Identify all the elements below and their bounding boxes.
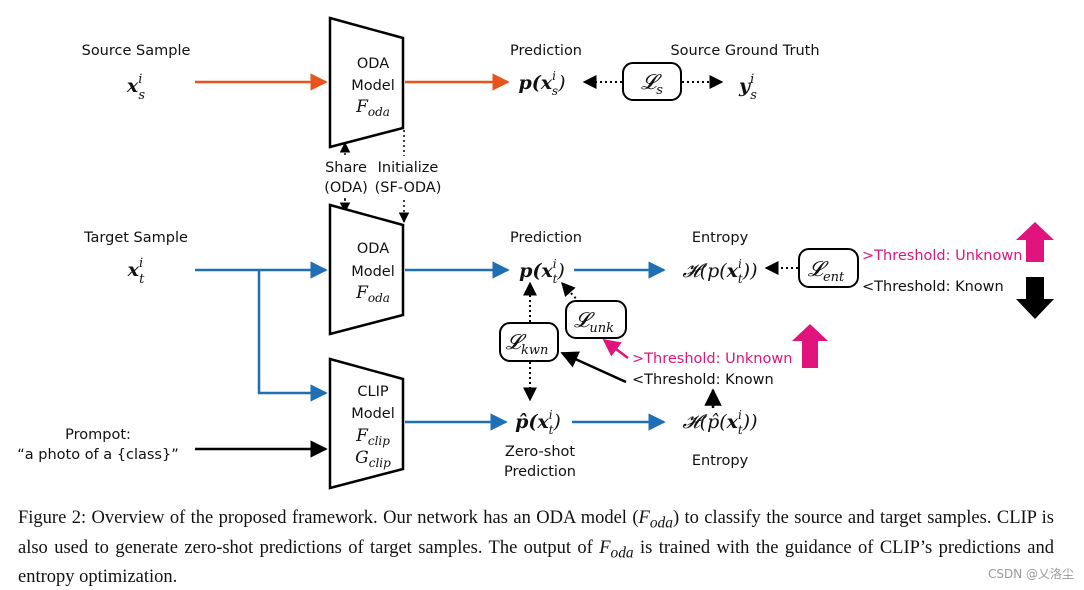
pink-up-arrow-right-icon [1016, 222, 1054, 262]
clip-model [328, 357, 405, 490]
caption-f2: F [599, 537, 611, 558]
entropy-top-label: Entropy [692, 230, 749, 246]
clip-model-line2: Model [351, 406, 395, 422]
caption-f1: F [638, 508, 650, 528]
share-label: Share [325, 160, 367, 176]
initialize-label: Initialize [378, 160, 439, 176]
prompt-text: “a photo of a {class}” [17, 447, 178, 463]
prediction-mid-label: Prediction [510, 230, 582, 246]
black-threshold-to-lkwn-arrow [560, 351, 627, 384]
share-init-label-bg [318, 156, 446, 198]
target-sample-label: Target Sample [83, 230, 188, 246]
threshold-unknown-label-2: >Threshold: Unknown [632, 351, 792, 367]
oda-model-mid-func: Foda [355, 283, 390, 305]
oda-model-top-line1: ODA [357, 56, 389, 72]
threshold-unknown-label-1: >Threshold: Unknown [862, 248, 1022, 264]
watermark: CSDN @乂洛尘 [987, 567, 1074, 581]
threshold-known-label-2: <Threshold: Known [632, 372, 774, 388]
prediction-top-label: Prediction [510, 43, 582, 59]
oda-model-top-line2: Model [351, 78, 395, 94]
oda-model-top [328, 16, 405, 149]
entropy-bottom-label: Entropy [692, 453, 749, 469]
caption-part-1: Figure 2: Overview of the proposed frame… [18, 508, 639, 528]
oda-model-top-func: Foda [355, 97, 390, 119]
zero-shot-label: Zero-shot [505, 444, 575, 460]
oda-model-mid-line1: ODA [357, 241, 389, 257]
prompt-label: Prompot: [65, 427, 131, 443]
oda-model-mid-line2: Model [351, 264, 395, 280]
caption-part-2: ) to classify the source and target samp… [18, 508, 1054, 558]
oda-model-mid [328, 203, 405, 336]
lunk-to-prediction-dotted-arrow [561, 281, 580, 303]
zero-shot-label-2: Prediction [504, 464, 576, 480]
initialize-sub-label: (SF-ODA) [375, 180, 442, 196]
clip-model-func2: Gclip [355, 448, 391, 470]
threshold-known-label-1: <Threshold: Known [862, 279, 1004, 295]
target-to-clip-branch [257, 270, 328, 402]
loss-lent-box [798, 248, 859, 288]
clip-model-func1: Fclip [355, 426, 390, 448]
caption-part-3: is trained with the guidance of CLIP’s p… [18, 537, 1054, 588]
caption-s1: oda [649, 514, 673, 532]
caption-s2: oda [610, 544, 634, 562]
loss-lunk-box [565, 300, 627, 339]
loss-lkwn-box [499, 322, 559, 362]
source-ground-truth-label: Source Ground Truth [670, 43, 819, 59]
pink-up-arrow-mid-icon [792, 324, 828, 368]
share-sub-label: (ODA) [324, 180, 368, 196]
figure-caption: Figure 2: Overview of the proposed frame… [18, 506, 1054, 590]
clip-model-line1: CLIP [357, 384, 388, 400]
loss-ls-box [622, 62, 682, 101]
black-down-arrow-right-icon [1016, 277, 1054, 319]
source-sample-label: Source Sample [82, 43, 191, 59]
pink-threshold-to-lunk-arrow [602, 338, 629, 359]
